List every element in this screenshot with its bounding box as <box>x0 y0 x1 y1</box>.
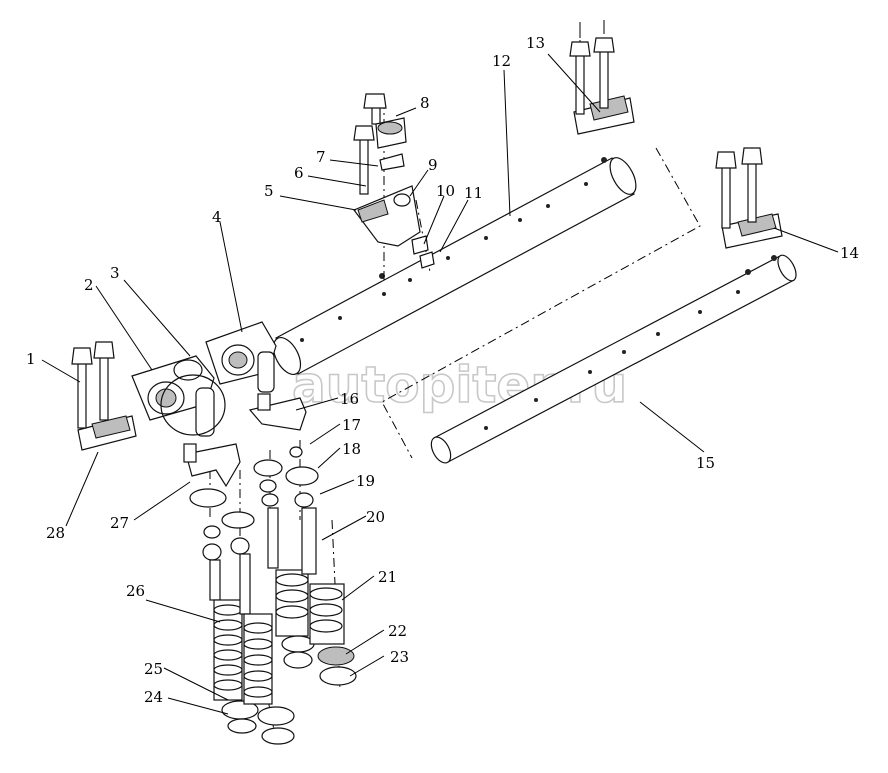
callout-21: 21 <box>378 568 397 586</box>
rocker-shaft-lower <box>430 254 797 464</box>
callout-16: 16 <box>340 390 359 408</box>
callout-24: 24 <box>144 688 163 706</box>
callout-25: 25 <box>144 660 163 678</box>
callout-18: 18 <box>342 440 361 458</box>
rocker-arm-pair-right <box>205 321 277 393</box>
callout-11: 11 <box>464 184 483 202</box>
callout-labels: 1 2 3 4 5 6 7 8 9 10 11 12 13 14 15 16 1… <box>26 34 859 706</box>
center-bracket-5 <box>353 93 435 269</box>
callout-2: 2 <box>84 276 94 294</box>
callout-26: 26 <box>126 582 145 600</box>
callout-20: 20 <box>366 508 385 526</box>
valve-stack-3 <box>253 459 315 669</box>
valve-stack-4 <box>285 446 357 686</box>
callout-3: 3 <box>110 264 120 282</box>
valve-bridge-27 <box>183 443 241 488</box>
callout-10: 10 <box>436 182 455 200</box>
callout-9: 9 <box>428 156 438 174</box>
callout-4: 4 <box>212 208 222 226</box>
callout-8: 8 <box>420 94 430 112</box>
callout-19: 19 <box>356 472 375 490</box>
callout-28: 28 <box>46 524 65 542</box>
support-bracket-14 <box>715 147 783 249</box>
rocker-arm-pair-left <box>131 355 226 437</box>
valve-bridge-16 <box>248 393 307 431</box>
valve-stack-2 <box>221 511 295 745</box>
support-bracket-28 <box>71 341 137 451</box>
support-bracket-13 <box>569 20 635 135</box>
callout-27: 27 <box>110 514 129 532</box>
callout-13: 13 <box>526 34 545 52</box>
callout-6: 6 <box>294 164 304 182</box>
leader-lines <box>41 53 839 715</box>
rocker-shaft-upper <box>272 157 637 375</box>
callout-7: 7 <box>316 148 326 166</box>
callout-1: 1 <box>26 350 36 368</box>
callout-12: 12 <box>492 52 511 70</box>
assembly-line-shafts <box>381 147 701 459</box>
callout-17: 17 <box>342 416 361 434</box>
callout-5: 5 <box>264 182 274 200</box>
callout-22: 22 <box>388 622 407 640</box>
callout-15: 15 <box>696 454 715 472</box>
callout-14: 14 <box>840 244 859 262</box>
callout-23: 23 <box>390 648 409 666</box>
